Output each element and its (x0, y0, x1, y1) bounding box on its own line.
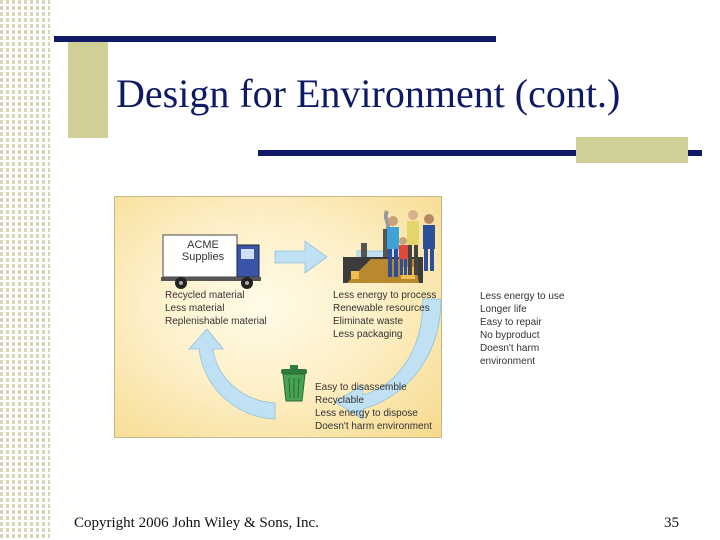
production-item: Less packaging (333, 329, 403, 340)
stage-supply-list: Recycled material Less material Replenis… (165, 289, 267, 328)
use-item: No byproduct (480, 330, 540, 341)
people-icon (387, 210, 435, 277)
production-item: Less energy to process (333, 290, 437, 301)
title-rule-bottom (258, 150, 702, 156)
use-item: Easy to repair (480, 317, 542, 328)
truck-sign-line-2: Supplies (181, 251, 225, 263)
disposal-item: Less energy to dispose (315, 408, 418, 419)
arrow-disposal-to-supply (188, 328, 276, 420)
slide-title: Design for Environment (cont.) (116, 71, 621, 116)
people-group (387, 210, 435, 277)
supply-item: Recycled material (165, 290, 245, 301)
use-item: environment (480, 356, 536, 367)
production-item: Renewable resources (333, 303, 430, 314)
stage-use-list: Less energy to use Longer life Easy to r… (480, 290, 565, 368)
copyright-footer: Copyright 2006 John Wiley & Sons, Inc. (74, 515, 319, 531)
use-item: Longer life (480, 304, 527, 315)
truck-sign: ACME Supplies (175, 239, 231, 263)
use-item: Doesn't harm (480, 343, 540, 354)
truck-sign-line-1: ACME (187, 239, 219, 251)
stage-production-list: Less energy to process Renewable resourc… (333, 289, 436, 341)
use-item: Less energy to use (480, 291, 565, 302)
truck-icon (161, 234, 261, 289)
left-stripe-pattern (0, 0, 50, 540)
page-number: 35 (664, 515, 679, 531)
production-item: Eliminate waste (333, 316, 404, 327)
supply-item: Less material (165, 303, 225, 314)
rule-accent-block (576, 137, 688, 163)
title-rule-top (54, 36, 496, 42)
arrow-use-to-disposal (334, 298, 441, 420)
title-accent-block (68, 42, 108, 138)
trash-can-icon (281, 365, 307, 402)
disposal-item: Recyclable (315, 395, 364, 406)
stage-disposal-list: Easy to disassemble Recyclable Less ener… (315, 381, 432, 433)
arrow-supply-to-production (274, 240, 328, 274)
lifecycle-figure: ACME Supplies Recycled material Less mat… (114, 196, 442, 438)
disposal-item: Easy to disassemble (315, 382, 407, 393)
disposal-item: Doesn't harm environment (315, 421, 432, 432)
supply-item: Replenishable material (165, 316, 267, 327)
